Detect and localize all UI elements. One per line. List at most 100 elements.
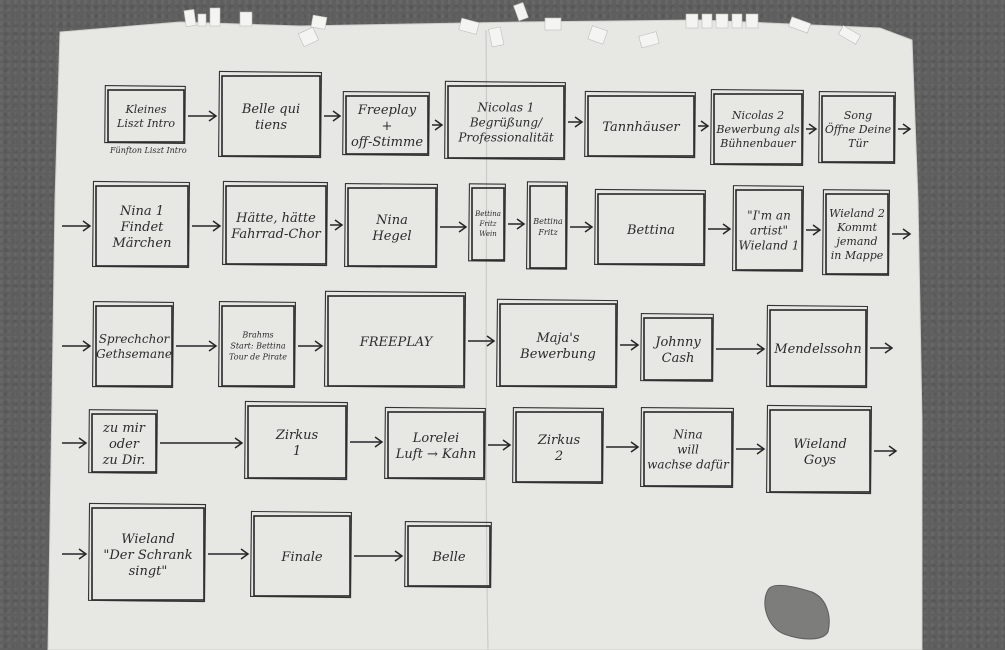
- box-label: FREEPLAY: [359, 335, 434, 350]
- box-label: Fritz: [479, 220, 497, 228]
- box-label: singt": [129, 564, 168, 579]
- torn-edge: [183, 2, 862, 49]
- flow-arrow: [192, 220, 222, 232]
- box-label: zu Dir.: [102, 453, 146, 468]
- flow-arrow: [188, 110, 218, 122]
- box-label: Start: Bettina: [230, 342, 285, 351]
- box-label: Bewerbung: [519, 347, 596, 362]
- box-label: Nina 1: [119, 204, 164, 219]
- storyboard-box: FREEPLAY: [323, 290, 467, 389]
- flow-arrow: [806, 224, 822, 236]
- box-label: Wieland 2: [829, 207, 885, 220]
- box-label: Märchen: [112, 236, 172, 251]
- box-label: Fritz: [537, 228, 558, 237]
- box-label: Nicolas 2: [731, 109, 784, 122]
- flow-arrow: [62, 220, 92, 232]
- box-label: zu mir: [102, 421, 146, 436]
- flow-arrow: [432, 119, 444, 131]
- storyboard-box: Belle: [404, 520, 492, 588]
- flow-arrow: [330, 219, 344, 231]
- box-label: Liszt Intro: [116, 117, 175, 130]
- box-label: Zirkus: [537, 433, 581, 448]
- flow-arrow: [508, 218, 526, 230]
- flow-arrow: [488, 439, 512, 451]
- box-label: Goys: [804, 453, 837, 468]
- flow-arrow: [870, 342, 894, 354]
- box-label: Mendelssohn: [773, 342, 861, 357]
- flow-arrow: [708, 223, 732, 235]
- box-label: Fahrrad-Chor: [230, 227, 321, 242]
- box-label: Nina: [375, 213, 408, 228]
- box-label: oder: [109, 437, 140, 452]
- box-label: Findet: [120, 220, 165, 235]
- box-label: Professionalität: [457, 131, 553, 145]
- storyboard-arrows: [62, 110, 912, 562]
- flow-arrow: [468, 335, 496, 347]
- flow-arrow: [606, 441, 640, 453]
- box-label: off-Stimme: [351, 135, 423, 150]
- paper-fold: [485, 29, 489, 650]
- box-label: Tour de Pirate: [229, 353, 287, 362]
- flow-arrow: [568, 116, 584, 128]
- storyboard-box: Freeplay+off-Stimme: [342, 90, 430, 156]
- box-label: Nina: [672, 428, 702, 442]
- box-label: 2: [554, 449, 563, 464]
- box-label: Maja's: [535, 331, 579, 346]
- paper-sheet: [47, 19, 923, 650]
- flow-arrow: [160, 437, 244, 449]
- box-label: Belle qui: [241, 102, 300, 117]
- flow-arrow: [62, 340, 92, 352]
- box-label: Freeplay: [357, 103, 417, 118]
- box-label: Lorelei: [412, 431, 459, 446]
- box-label: Brahms: [241, 331, 273, 340]
- flow-arrow: [892, 228, 912, 240]
- margin-note: Fünfton Liszt Intro: [109, 146, 187, 155]
- box-label: Kommt: [836, 221, 877, 234]
- flow-arrow: [62, 437, 88, 449]
- flow-arrow: [698, 120, 710, 132]
- storyboard-box: Mendelssohn: [766, 304, 868, 389]
- box-label: Kleines: [124, 103, 166, 116]
- flow-arrow: [716, 343, 766, 355]
- box-label: Cash: [662, 351, 695, 366]
- box-label: wachse dafür: [647, 458, 730, 472]
- storyboard-box: Finale: [250, 510, 353, 599]
- box-label: Wieland: [793, 437, 847, 452]
- storyboard-box: Tannhäuser: [584, 90, 696, 159]
- box-label: Begrüßung/: [469, 116, 544, 130]
- stone: [764, 584, 830, 640]
- flow-arrow: [324, 110, 342, 122]
- flow-arrow: [736, 443, 766, 455]
- box-label: Nicolas 1: [477, 101, 535, 115]
- box-label: Tür: [848, 137, 868, 150]
- box-label: Song: [844, 109, 872, 122]
- box-label: Wieland: [121, 532, 175, 547]
- flow-arrow: [620, 339, 640, 351]
- storyboard-box: Bettina: [594, 188, 706, 267]
- box-label: Luft → Kahn: [395, 447, 476, 462]
- box-label: Belle: [431, 550, 466, 565]
- box-label: Bettina: [626, 223, 675, 238]
- box-label: jemand: [833, 235, 877, 248]
- box-label: Öffne Deine: [825, 122, 892, 136]
- flow-arrow: [350, 436, 384, 448]
- flow-arrow: [62, 548, 88, 560]
